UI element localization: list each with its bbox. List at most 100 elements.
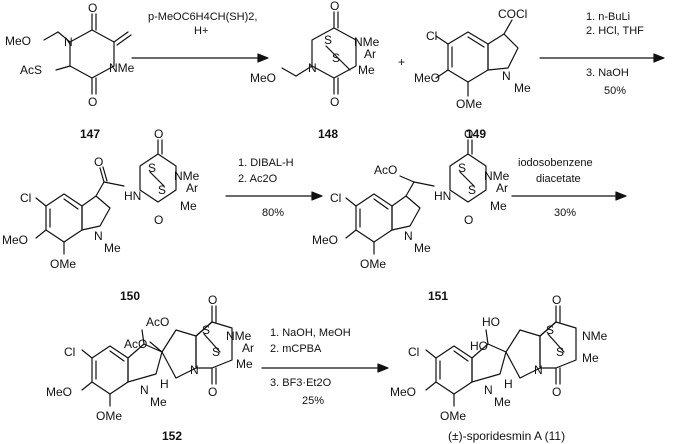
compound-152: AcO AcO O S NMe S Ar Me N H O Cl MeO N M… (46, 293, 254, 443)
o-label: O (552, 293, 561, 307)
o-label: O (154, 213, 163, 227)
me-label: Me (414, 241, 431, 255)
me-label: Me (582, 351, 599, 365)
ar-label: Ar (496, 181, 508, 195)
o-label: O (154, 127, 163, 141)
ome-label: OMe (360, 257, 386, 271)
compound-number-150: 150 (120, 289, 140, 303)
yield-text: 50% (604, 85, 626, 97)
cl-label: Cl (64, 345, 75, 359)
n-label: N (502, 69, 511, 83)
reagent-text: p-MeOC6H4CH(SH)2, (148, 11, 257, 23)
o-label: O (330, 0, 339, 13)
compound-number-152: 152 (162, 429, 182, 443)
s-label: S (148, 161, 156, 175)
compound-number-149: 149 (466, 127, 486, 141)
cl-label: Cl (408, 345, 419, 359)
n-label: N (404, 229, 413, 243)
yield-text: 30% (554, 207, 576, 219)
cl-label: Cl (20, 191, 31, 205)
compound-147: MeO N AcS NMe O O 147 (5, 1, 135, 141)
h-label: H (504, 377, 513, 391)
cl-label: Cl (426, 29, 437, 43)
o-label: O (88, 1, 97, 15)
o-label: O (208, 385, 217, 399)
step-text: 3. BF3·Et2O (270, 377, 332, 389)
yield-text: 80% (262, 207, 284, 219)
meo-label: MeO (250, 71, 276, 85)
s-label: S (202, 323, 210, 337)
me-label: Me (494, 395, 511, 409)
ar-label: Ar (364, 47, 376, 61)
s-label: S (556, 345, 564, 359)
ome-label: OMe (440, 409, 466, 423)
cl-label: Cl (330, 191, 341, 205)
n-label: N (94, 229, 103, 243)
meo-label: MeO (2, 233, 28, 247)
o-label: O (208, 293, 217, 307)
compound-number-151: 151 (428, 289, 448, 303)
n-label: N (140, 383, 149, 397)
s-label: S (546, 323, 554, 337)
compound-150: O O S NMe S Ar Me HN O Cl MeO N Me OMe 1… (2, 127, 200, 303)
ho-label: HO (482, 315, 500, 329)
o-label: O (464, 213, 473, 227)
n-label: N (484, 383, 493, 397)
aco-label: AcO (146, 315, 169, 329)
aco-label: AcO (374, 163, 397, 177)
me-label: Me (358, 63, 375, 77)
o-label: O (88, 95, 97, 109)
me-label: Me (490, 199, 507, 213)
meo-label: MeO (390, 385, 416, 399)
hn-label: HN (124, 189, 141, 203)
hn-label: HN (434, 189, 451, 203)
reaction-arrow-5: 1. NaOH, MeOH 2. mCPBA 3. BF3·Et2O 25% (261, 327, 389, 407)
meo-label: MeO (46, 385, 72, 399)
plus-sign: + (398, 55, 405, 69)
reaction-arrow-3: 1. DIBAL-H 2. Ac2O 80% (225, 157, 323, 219)
yield-text: 25% (302, 395, 324, 407)
me-label: Me (180, 199, 197, 213)
step-text: diacetate (536, 173, 581, 185)
nme-label: NMe (484, 169, 510, 183)
compound-148: O S NMe S Ar Me N MeO O 148 (250, 0, 380, 141)
n-label: N (190, 363, 199, 377)
me-label: Me (236, 357, 253, 371)
compound-sporidesmin-a: HO HO O S NMe S Me N H O Cl MeO N Me OMe… (390, 293, 608, 443)
s-label: S (158, 183, 166, 197)
condition-text: H+ (194, 25, 208, 37)
n-label: N (64, 35, 73, 49)
step-text: 3. NaOH (586, 67, 629, 79)
o-label: O (330, 95, 339, 109)
h-label: H (160, 377, 169, 391)
s-label: S (212, 345, 220, 359)
ome-label: OMe (96, 409, 122, 423)
product-name: (±)-sporidesmin A (11) (448, 429, 565, 443)
nme-label: NMe (174, 169, 200, 183)
step-text: 1. n-BuLi (586, 11, 630, 23)
compound-149: Cl COCl MeO N Me OMe 149 (414, 7, 531, 141)
step-text: iodosobenzene (518, 157, 593, 169)
me-label: Me (514, 81, 531, 95)
n-label: N (308, 61, 317, 75)
s-label: S (332, 51, 340, 65)
s-label: S (468, 183, 476, 197)
ome-label: OMe (50, 257, 76, 271)
reaction-arrow-1: p-MeOC6H4CH(SH)2, H+ (131, 11, 269, 63)
nme-label: NMe (354, 35, 380, 49)
step-text: 1. DIBAL-H (238, 157, 294, 169)
nme-label: NMe (109, 61, 135, 75)
step-text: 2. Ac2O (238, 173, 278, 185)
compound-number-147: 147 (80, 127, 100, 141)
step-text: 2. mCPBA (270, 343, 322, 355)
nme-label: NMe (226, 329, 252, 343)
step-text: 1. NaOH, MeOH (270, 327, 351, 339)
ho-label: HO (470, 339, 488, 353)
o-label: O (552, 385, 561, 399)
ar-label: Ar (186, 181, 198, 195)
me-label: Me (150, 395, 167, 409)
s-label: S (324, 33, 332, 47)
s-label: S (458, 161, 466, 175)
ome-label: OMe (456, 97, 482, 111)
